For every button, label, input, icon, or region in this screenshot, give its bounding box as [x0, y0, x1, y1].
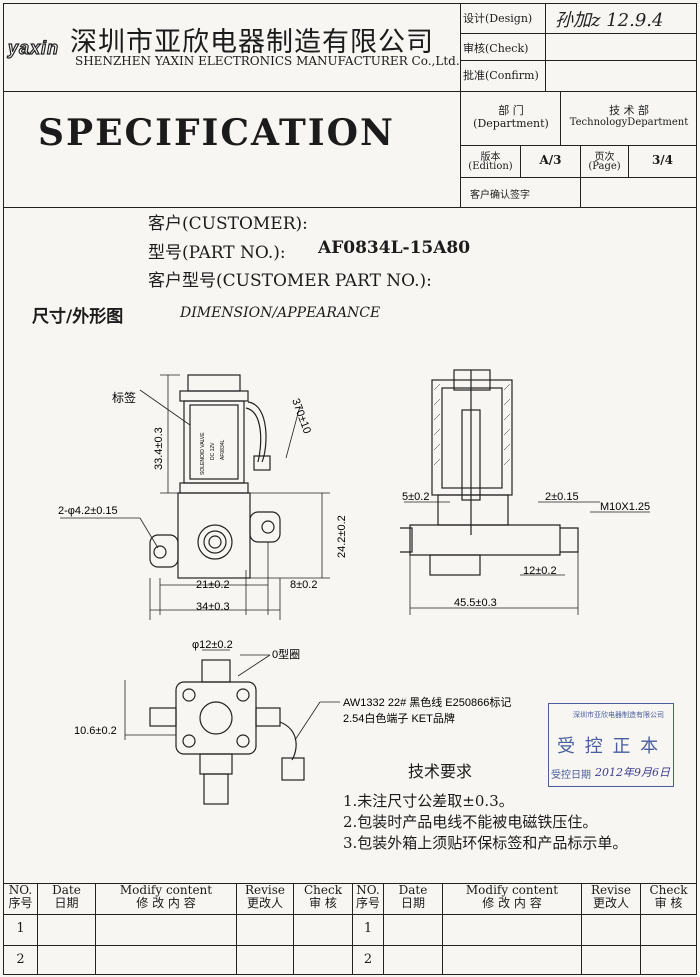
- department-value-en: TechnologyDepartment: [569, 117, 689, 128]
- dim-12: 12±0.2: [523, 565, 557, 577]
- section-title-en: DIMENSION/APPEARANCE: [180, 305, 381, 321]
- page-label-cn: 页次: [594, 152, 615, 163]
- page-value: 3/4: [651, 153, 674, 167]
- stamp-company: 深圳市亚欣电器制造有限公司: [573, 711, 664, 719]
- label-tag-callout: 标签: [112, 390, 136, 405]
- page-label-en: (Page): [588, 161, 621, 172]
- dim-height: 33.4±0.3: [153, 427, 165, 470]
- coil-label-line-1: SOLENOID VALVE: [200, 432, 206, 475]
- company-name-cn: 深圳市亚欣电器制造有限公司: [70, 27, 434, 58]
- customer-label: 客户(CUSTOMER):: [148, 214, 308, 234]
- section-title-cn: 尺寸/外形图: [32, 307, 124, 327]
- requirement-item-1: 1.未注尺寸公差取±0.3。: [343, 792, 514, 810]
- dim-wire: 370±10: [289, 397, 313, 436]
- wire-note-2: 2.54白色端子 KET品牌: [343, 711, 455, 725]
- company-logo: yaxin: [7, 37, 60, 58]
- dim-holes: 2-φ4.2±0.15: [58, 505, 118, 517]
- wire-note-1: AW1332 22# 黑色线 E250866标记: [343, 695, 511, 709]
- customer-sign-label: 客户确认签字: [470, 190, 530, 201]
- requirement-item-2: 2.包装时产品电线不能被电磁铁压住。: [343, 813, 598, 831]
- dim-45: 45.5±0.3: [454, 597, 497, 609]
- edition-label-cn: 版本: [480, 152, 501, 163]
- rev-row-1-no-right: 1: [363, 921, 373, 936]
- coil-label-line-2: DC 12V: [210, 442, 216, 460]
- rev-row-2-no-left: 2: [16, 952, 25, 967]
- control-stamp: 深圳市亚欣电器制造有限公司 受 控 正 本 受控日期 2012年9月6日: [548, 703, 674, 787]
- part-no-label: 型号(PART NO.):: [148, 243, 286, 263]
- department-label-cn: 部 门: [498, 104, 524, 117]
- technical-drawing: 标签 33.4±0.3 370±10 2-φ4.2±0.15 24.2±0.2 …: [58, 369, 650, 805]
- dim-thread: M10X1.25: [600, 501, 650, 513]
- dim-8: 8±0.2: [290, 579, 317, 591]
- rev-row-1-no-left: 1: [16, 921, 25, 936]
- dim-5: 5±0.2: [402, 491, 429, 503]
- design-label: 设计(Design): [463, 12, 533, 25]
- part-no-value: AF0834L-15A80: [318, 238, 471, 258]
- requirements-title: 技术要求: [408, 762, 473, 781]
- department-label-en: (Department): [473, 117, 549, 130]
- edition-value: A/3: [539, 153, 562, 167]
- customer-part-no-label: 客户型号(CUSTOMER PART NO.):: [148, 271, 432, 291]
- oring-callout: 0型圈: [272, 647, 300, 661]
- department-value-cn: 技 术 部: [609, 104, 649, 117]
- stamp-date-value: 2012年9月6日: [595, 766, 670, 779]
- spec-title: SPECIFICATION: [38, 112, 395, 154]
- dim-2: 2±0.15: [545, 491, 579, 503]
- requirement-item-3: 3.包装外箱上须贴环保标签和产品标示单。: [343, 834, 628, 852]
- stamp-text: 受 控 正 本: [557, 736, 661, 757]
- edition-label-en: (Edition): [468, 161, 513, 172]
- rev-header-no-1: NO.序号: [8, 883, 33, 910]
- dim-34: 34±0.3: [196, 601, 230, 613]
- design-signature: 孙加z 12.9.4: [555, 10, 664, 31]
- dim-phi12: φ12±0.2: [192, 639, 233, 651]
- rev-header-no-2: NO.序号: [355, 883, 380, 910]
- coil-label-line-3: AF0834L: [220, 439, 226, 460]
- company-name-en: SHENZHEN YAXIN ELECTRONICS MANUFACTURER …: [75, 54, 460, 68]
- confirm-label: 批准(Confirm): [463, 69, 539, 82]
- stamp-date-label: 受控日期: [551, 770, 591, 781]
- dim-24: 24.2±0.2: [336, 515, 348, 558]
- check-label: 审核(Check): [463, 42, 529, 55]
- dim-10-6: 10.6±0.2: [74, 725, 117, 737]
- rev-row-2-no-right: 2: [363, 952, 373, 967]
- dim-21: 21±0.2: [196, 579, 230, 591]
